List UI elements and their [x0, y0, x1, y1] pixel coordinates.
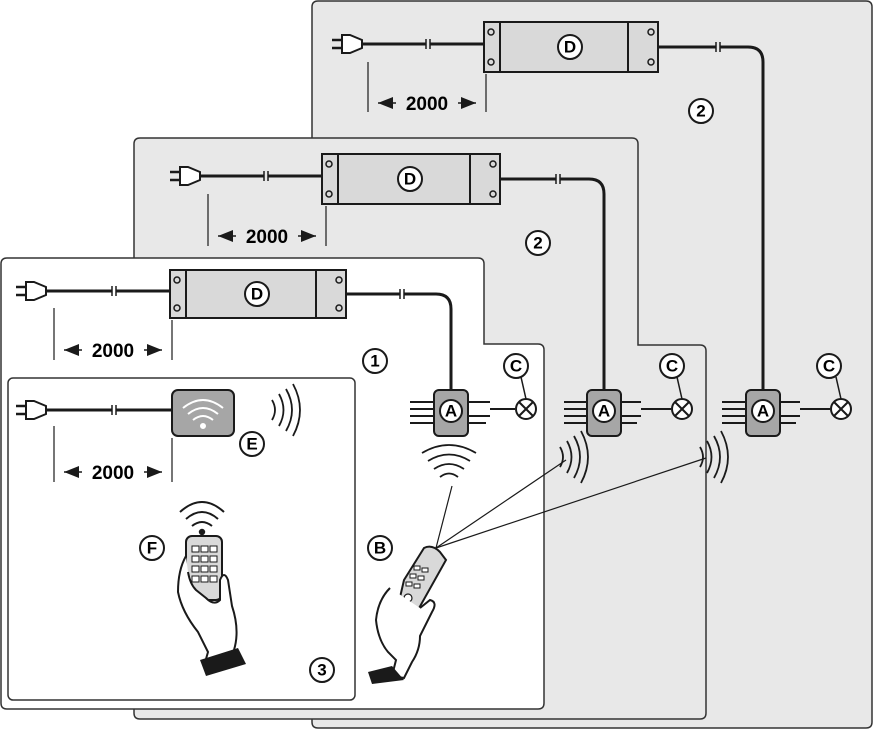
signal-waves-icon: [421, 444, 477, 478]
lamp-icon: C: [659, 353, 693, 420]
receiver-label: A: [757, 402, 769, 421]
signal-waves-icon: [699, 430, 729, 484]
receiver-label: A: [598, 402, 610, 421]
receiver-unit: A: [410, 389, 490, 437]
system-number-2: 2: [533, 234, 542, 253]
dimension-2000: 2000: [367, 62, 487, 115]
lamp-icon: C: [816, 353, 852, 420]
system-number-3: 3: [317, 661, 326, 680]
lamp-label: C: [510, 357, 522, 376]
system-middle: D 2000 2 A C: [170, 153, 693, 484]
remote-label: B: [374, 539, 386, 558]
driver-label: D: [564, 38, 576, 57]
lamp-icon: C: [503, 353, 537, 420]
remote-beams: [435, 457, 707, 549]
dimension-label: 2000: [92, 463, 134, 484]
dimension-label: 2000: [92, 341, 134, 362]
smartphone-in-hand: F: [139, 501, 246, 676]
output-cable: [658, 45, 765, 390]
signal-waves-icon: [559, 430, 589, 484]
remote-control-in-hand: B: [367, 535, 448, 684]
receiver-label: A: [445, 402, 457, 421]
power-plug-icon: [16, 281, 47, 301]
driver-unit: D: [483, 21, 659, 73]
system-front: D 2000 1 A C: [16, 269, 537, 478]
system-back: D 2000 2 A C: [332, 21, 852, 484]
system-number-1: 1: [370, 352, 379, 371]
driver-unit: D: [169, 269, 347, 319]
dimension-2000: 2000: [53, 308, 173, 362]
power-plug-icon: [170, 166, 201, 186]
dimension-2000: 2000: [53, 426, 173, 484]
dimension-label: 2000: [406, 94, 448, 115]
lamp-label: C: [823, 357, 835, 376]
driver-label: D: [404, 170, 416, 189]
wifi-icon: [179, 501, 225, 536]
output-cable: [346, 292, 453, 390]
output-cable: [500, 177, 606, 390]
signal-waves-icon: [271, 383, 301, 437]
gateway-label: E: [246, 435, 257, 454]
lamp-label: C: [666, 357, 678, 376]
wifi-icon: [182, 399, 224, 429]
phone-label: F: [147, 539, 157, 558]
wifi-gateway: E: [171, 389, 265, 457]
system-inset: E 2000: [16, 383, 335, 683]
driver-unit: D: [321, 153, 501, 205]
power-plug-icon: [332, 34, 363, 54]
power-plug-icon: [16, 400, 47, 420]
panel-inset: [7, 377, 356, 701]
dimension-2000: 2000: [207, 194, 327, 248]
dimension-label: 2000: [246, 227, 288, 248]
driver-label: D: [251, 285, 263, 304]
system-number-2: 2: [696, 102, 705, 121]
receiver-unit: A: [564, 389, 641, 437]
receiver-unit: A: [722, 389, 800, 437]
